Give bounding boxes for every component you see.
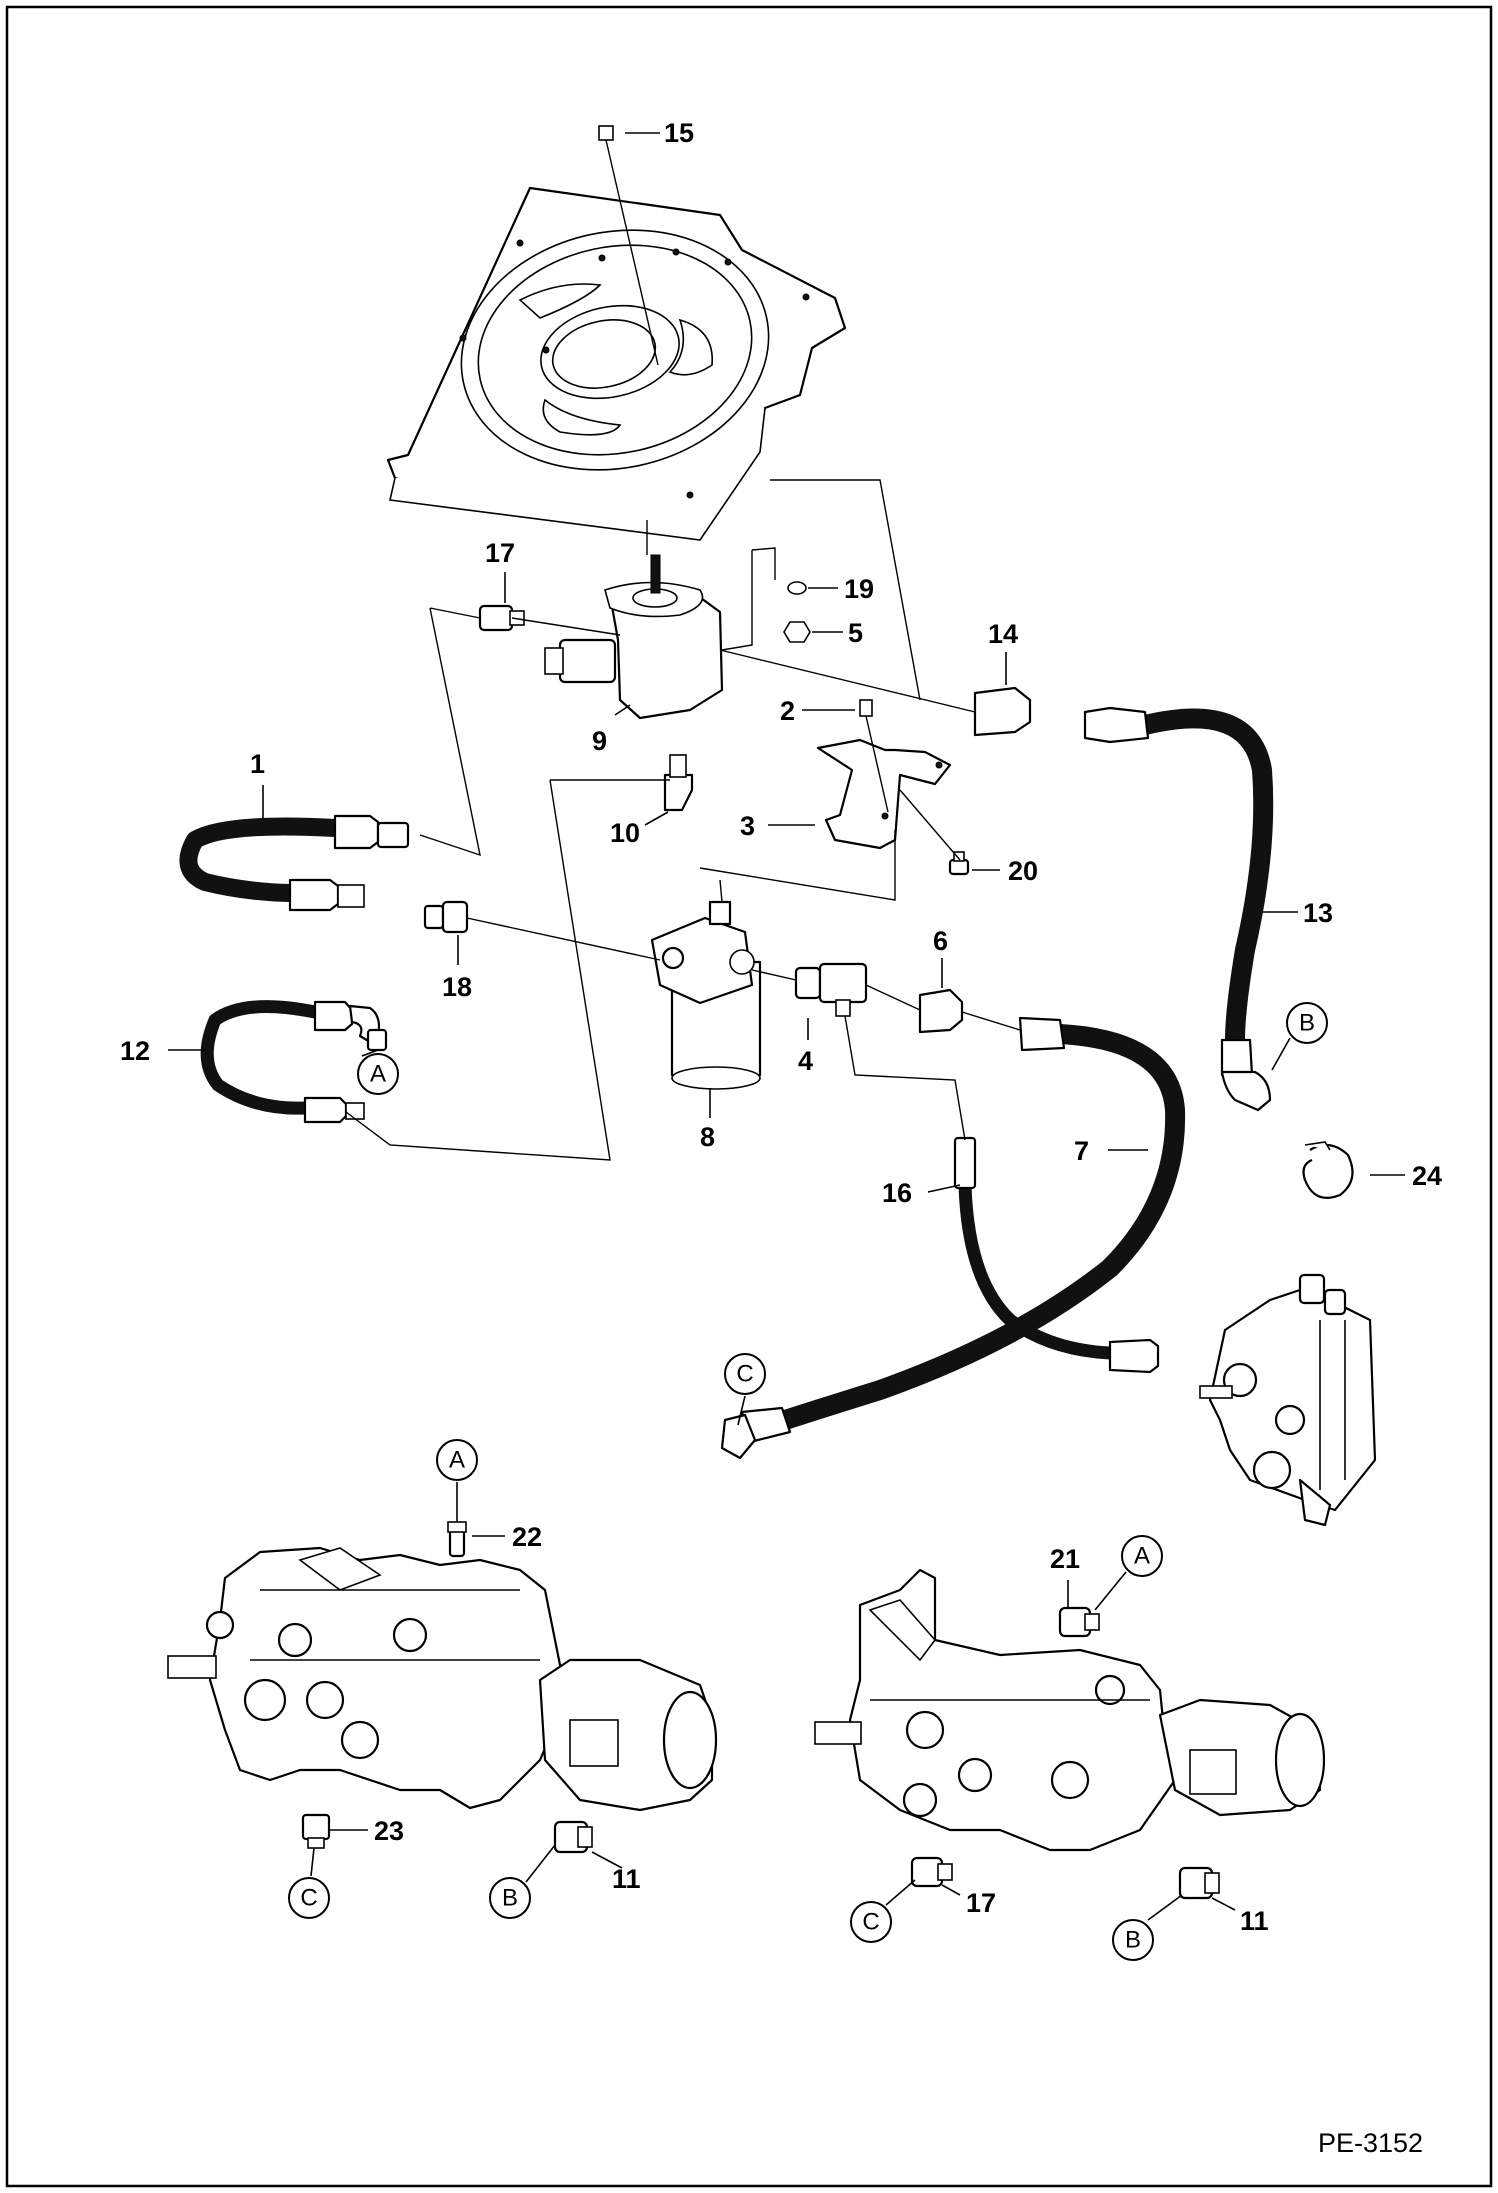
fitting-23 — [301, 1813, 331, 1849]
elbow-fitting-10 — [663, 754, 694, 812]
callout-4: 4 — [798, 1046, 813, 1076]
fitting-22 — [447, 1521, 467, 1558]
clamp-24 — [1302, 1141, 1354, 1199]
callout-6: 6 — [933, 926, 948, 956]
ref-letter: B — [502, 1885, 518, 1912]
callout-23: 23 — [374, 1816, 404, 1846]
fitting-11-left — [553, 1820, 593, 1854]
connection-ref-pump1-B: B — [489, 1844, 556, 1919]
bolt-20 — [948, 851, 970, 876]
document-code: PE-3152 — [1318, 2128, 1423, 2158]
bolt-2 — [859, 699, 889, 813]
ref-letter: A — [1134, 1543, 1150, 1570]
connection-ref-hose7-C: C — [724, 1353, 766, 1426]
gear-pump-9 — [544, 520, 724, 720]
callout-3: 3 — [740, 811, 755, 841]
hose-7 — [720, 1016, 1186, 1460]
callout-12: 12 — [120, 1036, 150, 1066]
mounting-plate — [386, 186, 847, 541]
nut-5 — [783, 621, 811, 643]
connection-ref-pump2-C: C — [850, 1879, 916, 1943]
washer-19 — [787, 581, 807, 595]
callout-9: 9 — [592, 726, 607, 756]
callout-24: 24 — [1412, 1161, 1442, 1191]
callout-22: 22 — [512, 1522, 542, 1552]
fitting-17b — [910, 1856, 953, 1888]
ref-letter: A — [449, 1447, 465, 1474]
callout-8: 8 — [700, 1122, 715, 1152]
callout-13: 13 — [1303, 898, 1333, 928]
connection-ref-pump1-C: C — [288, 1847, 330, 1919]
callout-19: 19 — [844, 574, 874, 604]
callout-17b: 17 — [966, 1888, 996, 1918]
adapter-14 — [973, 686, 1032, 737]
fitting-17a — [478, 604, 525, 632]
fitting-21 — [1058, 1606, 1100, 1638]
valve-assembly — [1199, 1273, 1377, 1527]
diagram-border — [5, 5, 1493, 2188]
callout-1: 1 — [250, 749, 265, 779]
connector-18 — [423, 900, 469, 934]
callout-14: 14 — [988, 619, 1018, 649]
callout-15: 15 — [664, 118, 694, 148]
hydrostatic-pump-right — [814, 1568, 1326, 1852]
adapter-6 — [918, 988, 964, 1034]
filter-8 — [650, 879, 762, 1090]
callout-2: 2 — [780, 696, 795, 726]
callout-11a: 11 — [612, 1864, 641, 1894]
hose-13 — [1083, 706, 1274, 1112]
ref-letter: C — [736, 1361, 753, 1388]
hose-12 — [200, 1000, 388, 1124]
callout-17a: 17 — [485, 538, 515, 568]
callout-20: 20 — [1008, 856, 1038, 886]
callout-11b: 11 — [1240, 1906, 1269, 1936]
ref-letter: A — [370, 1061, 386, 1088]
callout-16: 16 — [882, 1178, 912, 1208]
fitting-11-right — [1178, 1866, 1220, 1900]
ref-letter: C — [300, 1885, 317, 1912]
ref-letter: C — [862, 1909, 879, 1936]
assembly-guide-lines — [345, 479, 1021, 1161]
callout-7: 7 — [1074, 1136, 1089, 1166]
callout-18: 18 — [442, 972, 472, 1002]
callout-21: 21 — [1050, 1544, 1080, 1574]
ref-letter: B — [1299, 1010, 1315, 1037]
hydrostatic-pump-left — [167, 1546, 718, 1812]
connection-ref-pump1-A: A — [436, 1439, 478, 1522]
hose-1 — [179, 814, 410, 912]
bolt-15 — [598, 125, 659, 366]
connection-ref-pump2-A: A — [1094, 1535, 1163, 1611]
callout-5: 5 — [848, 618, 863, 648]
tee-fitting-4 — [794, 962, 868, 1017]
ref-letter: B — [1125, 1927, 1141, 1954]
connection-ref-hose13-B: B — [1271, 1002, 1328, 1071]
callout-leaders — [168, 132, 1405, 1911]
connection-ref-pump2-B: B — [1112, 1894, 1183, 1961]
connection-ref-hose12-A: A — [357, 1049, 399, 1095]
callout-10: 10 — [610, 818, 640, 848]
